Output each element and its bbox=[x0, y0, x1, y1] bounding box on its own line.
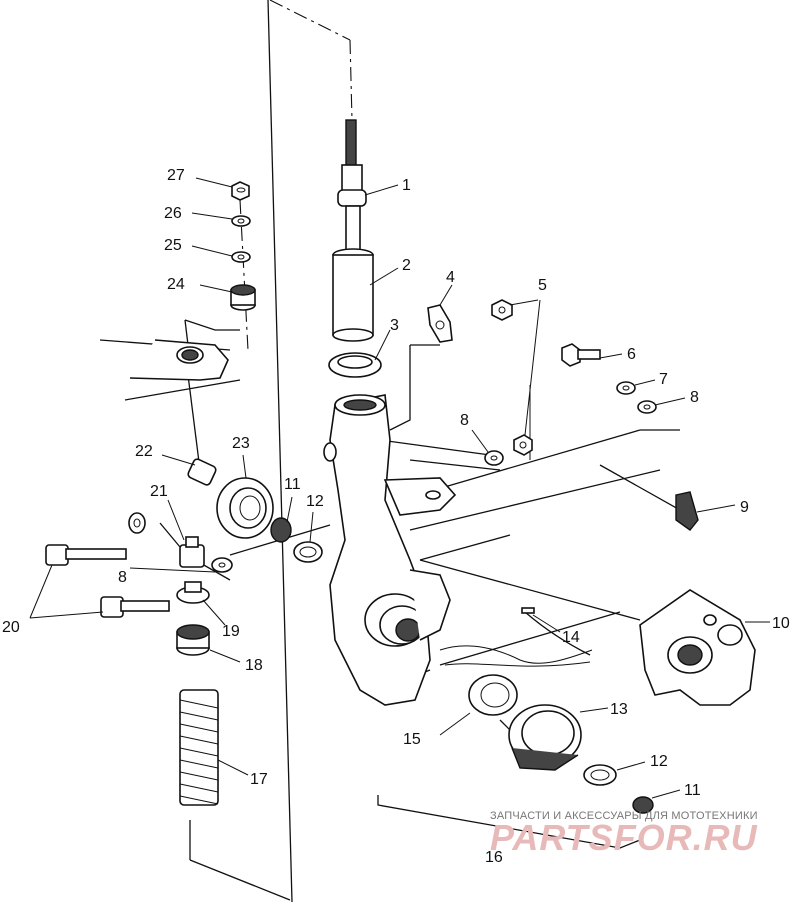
castle-nut-upper bbox=[270, 517, 292, 543]
callout-19: 19 bbox=[222, 623, 240, 640]
strut-rod bbox=[337, 119, 367, 257]
seal-ring bbox=[216, 477, 274, 539]
bolt-upper bbox=[45, 544, 127, 566]
top-nut bbox=[231, 181, 250, 201]
bearing-ring bbox=[328, 352, 382, 378]
sensor-wire bbox=[439, 607, 593, 667]
callout-10: 10 bbox=[772, 615, 790, 632]
callout-11-upper: 11 bbox=[284, 476, 301, 493]
callout-16: 16 bbox=[485, 849, 503, 866]
callout-22: 22 bbox=[135, 443, 153, 460]
washer-middle bbox=[484, 450, 504, 466]
leader-lines bbox=[29, 177, 770, 799]
washer-upper bbox=[231, 215, 251, 227]
callout-labels: 1 2 3 4 5 6 7 8 8 9 10 11 12 14 13 12 11… bbox=[2, 167, 790, 866]
bushing-top bbox=[230, 284, 256, 311]
callout-24: 24 bbox=[167, 276, 185, 293]
callout-15: 15 bbox=[403, 731, 421, 748]
lock-washer bbox=[616, 381, 636, 395]
callout-26: 26 bbox=[164, 205, 182, 222]
callout-17: 17 bbox=[250, 771, 268, 788]
callout-25: 25 bbox=[164, 237, 182, 254]
pin bbox=[187, 458, 217, 486]
hub-race bbox=[508, 704, 582, 771]
steering-knuckle bbox=[323, 394, 457, 706]
washer-lower bbox=[231, 251, 251, 263]
callout-12-upper: 12 bbox=[306, 493, 324, 510]
callout-4: 4 bbox=[446, 269, 455, 286]
callout-1: 1 bbox=[402, 177, 411, 194]
bearing-upper bbox=[293, 541, 323, 563]
callout-8-right: 8 bbox=[690, 389, 699, 406]
watermark: ЗАПЧАСТИ И АКСЕССУАРЫ ДЛЯ МОТОТЕХНИКИ PA… bbox=[490, 810, 758, 858]
callout-3: 3 bbox=[390, 317, 399, 334]
spacer bbox=[176, 624, 210, 656]
watermark-brand: PARTSFOR.RU bbox=[490, 817, 758, 858]
bracket bbox=[427, 304, 453, 343]
bearing-lower bbox=[583, 764, 617, 786]
bolt bbox=[561, 343, 601, 367]
nut-lower bbox=[513, 434, 533, 456]
washer-left bbox=[211, 557, 233, 573]
nut-upper bbox=[491, 299, 513, 321]
strut-body bbox=[332, 248, 374, 342]
bushing bbox=[179, 536, 205, 568]
callout-11-lower: 11 bbox=[684, 782, 701, 799]
callout-12-lower: 12 bbox=[650, 753, 668, 770]
callout-27: 27 bbox=[167, 167, 185, 184]
upper-arm-plate bbox=[129, 339, 229, 381]
callout-9: 9 bbox=[740, 499, 749, 516]
callout-14: 14 bbox=[562, 629, 580, 646]
bolt-lower bbox=[100, 596, 170, 618]
seal bbox=[468, 674, 518, 716]
callout-7: 7 bbox=[659, 371, 668, 388]
pad bbox=[675, 491, 699, 531]
brake-caliper bbox=[639, 589, 756, 706]
watermark-caption: ЗАПЧАСТИ И АКСЕССУАРЫ ДЛЯ МОТОТЕХНИКИ bbox=[490, 810, 758, 822]
callout-21: 21 bbox=[150, 483, 168, 500]
callout-13: 13 bbox=[610, 701, 628, 718]
callout-2: 2 bbox=[402, 257, 411, 274]
callout-8-left: 8 bbox=[118, 569, 127, 586]
callout-23: 23 bbox=[232, 435, 250, 452]
callout-8-middle: 8 bbox=[460, 412, 469, 429]
castle-nut-lower bbox=[632, 796, 654, 814]
flange-nut bbox=[176, 581, 210, 604]
washer-bolt bbox=[128, 512, 146, 534]
washer-right bbox=[637, 400, 657, 414]
axis-lines bbox=[99, 0, 681, 903]
callout-5: 5 bbox=[538, 277, 547, 294]
callout-20: 20 bbox=[2, 619, 20, 636]
callout-18: 18 bbox=[245, 657, 263, 674]
spring bbox=[179, 689, 219, 806]
callout-6: 6 bbox=[627, 346, 636, 363]
